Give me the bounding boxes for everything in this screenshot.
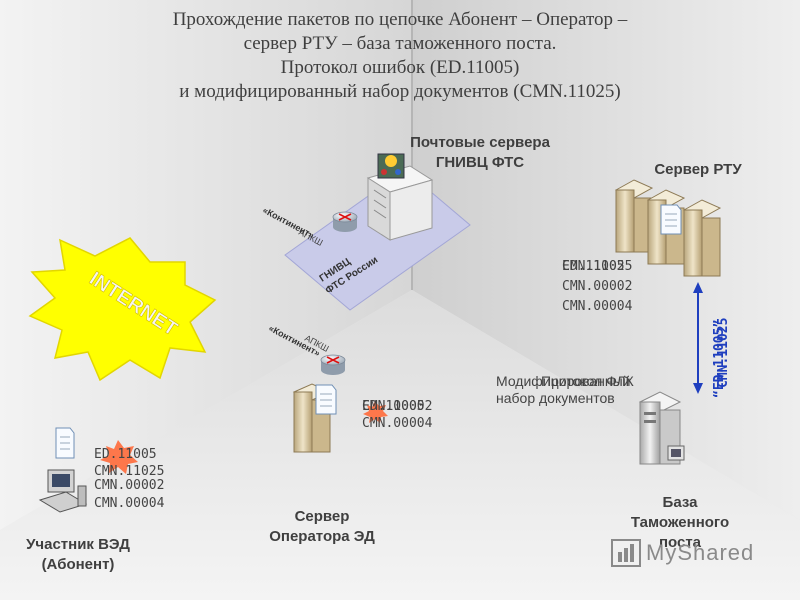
customs-db-label-line: поста <box>658 534 702 551</box>
rtu-code-ed: ED.11005 <box>562 259 625 274</box>
operator-server-label-line: Оператора ЭД <box>269 528 375 545</box>
customs-db-server-icon <box>638 391 685 465</box>
left-wall <box>0 0 412 530</box>
operator-code-ed: ED.11005 <box>362 399 425 414</box>
operator-server-icon <box>292 383 337 453</box>
rtu-db-arrow <box>693 282 703 394</box>
error-star-icon-operator <box>363 401 388 423</box>
participant-label-line: Участник ВЭД <box>26 536 130 553</box>
internet-cloud-icon <box>28 237 217 382</box>
rtu-code-cmn-00004: CMN.00004 <box>562 299 633 314</box>
router-icon-operator <box>320 354 346 375</box>
title-line: Протокол ошибок (ED.11005) <box>280 57 520 78</box>
participant-code-cmn-11025: CMN.11025 <box>94 464 165 479</box>
participant-label: Участник ВЭД (Абонент) <box>8 535 148 575</box>
post-servers-label-line: ГНИВЦ ФТС <box>435 154 525 171</box>
rtu-code-cmn-11025: CMN.11025 <box>562 259 633 274</box>
customs-note-flk: Протокол ФЛК <box>541 373 634 389</box>
document-icon-rtu <box>660 204 682 235</box>
participant-computer-icon <box>38 469 88 513</box>
customs-db-label: База Таможенного поста <box>610 493 750 553</box>
rtu-server-label: Сервер РТУ <box>654 161 742 178</box>
post-servers-label: Почтовые сервера ГНИВЦ ФТС <box>385 133 575 173</box>
participant-code-cmn-00002: CMN.00002 <box>94 478 165 493</box>
document-icon-participant <box>55 427 75 459</box>
error-star-icon-participant <box>100 440 138 474</box>
right-wall <box>412 0 800 520</box>
operator-server-label: Сервер Оператора ЭД <box>252 507 392 547</box>
customs-db-label-line: Таможенного <box>630 514 730 531</box>
customs-note-docs: набор документов <box>496 390 615 406</box>
myshared-watermark: MyShared <box>646 540 755 565</box>
operator-code-cmn-00004: CMN.00004 <box>362 416 433 431</box>
customs-note-modified: Модифицированный <box>496 373 631 389</box>
participant-code-cmn-00004: CMN.00004 <box>94 496 165 511</box>
post-servers-label-line: Почтовые сервера <box>410 134 550 151</box>
rtu-server-rack-icon <box>614 179 722 277</box>
post-server-icon <box>366 153 434 241</box>
operator-server-label-line: Сервер <box>294 508 350 525</box>
participant-label-line: (Абонент) <box>41 556 115 573</box>
title-line: сервер РТУ – база таможенного поста. <box>243 33 557 54</box>
title-line: и модифицированный набор документов (CMN… <box>179 81 621 102</box>
router-icon-gnivc <box>332 211 358 232</box>
myshared-logo-icon <box>611 539 641 567</box>
floor <box>0 290 800 600</box>
participant-code-ed: ED.11005 <box>94 447 157 462</box>
vertical-code-cmn: CMN.11025 <box>716 317 731 388</box>
operator-code-cmn-00002: CMN.00002 <box>362 399 433 414</box>
slide-title: Прохождение пакетов по цепочке Абонент –… <box>60 8 740 104</box>
rtu-code-cmn-00002: CMN.00002 <box>562 279 633 294</box>
title-line: Прохождение пакетов по цепочке Абонент –… <box>172 9 628 30</box>
customs-db-label-line: База <box>662 494 698 511</box>
